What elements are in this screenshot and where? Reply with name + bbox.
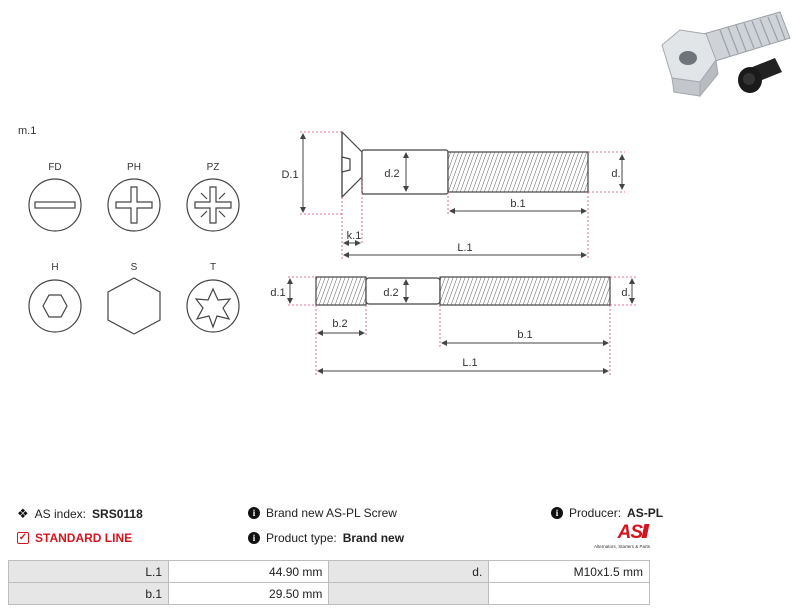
product-type-value: Brand new	[342, 531, 405, 545]
as-index: ❖ AS index: SRS0118	[17, 506, 143, 522]
head-label-pz: PZ	[207, 162, 220, 173]
product-description: i Brand new AS-PL Screw	[248, 506, 397, 520]
dim-b1-top: b.1	[510, 198, 525, 210]
dim-L1-bottom: L.1	[462, 357, 477, 369]
as-logo-mark: AS	[618, 522, 650, 544]
hex-socket-head-icon	[28, 279, 82, 333]
phillips-head-icon	[107, 178, 161, 232]
dim-d-bottom: d.	[621, 287, 630, 299]
spec-table: L.1 44.90 mm d. M10x1.5 mm b.1 29.50 mm	[7, 560, 650, 605]
table-row: L.1 44.90 mm d. M10x1.5 mm	[7, 560, 650, 583]
countersunk-screw-drawing	[341, 130, 589, 199]
photo-black-screw	[738, 58, 782, 93]
dim-d1-bottom: d.1	[270, 287, 285, 299]
dim-L1-top: L.1	[457, 242, 472, 254]
stud-drawing	[315, 276, 611, 306]
table-row: b.1 29.50 mm	[7, 582, 650, 605]
product-photo	[650, 0, 800, 110]
spec-label: d.	[328, 560, 490, 583]
tags-icon: ❖	[17, 506, 29, 521]
product-type-label: Product type:	[266, 531, 337, 545]
product-type: i Product type: Brand new	[248, 531, 404, 545]
head-label-ph: PH	[127, 162, 141, 173]
head-label-t: T	[210, 262, 216, 273]
spec-label	[328, 582, 490, 605]
info-icon: i	[551, 507, 563, 519]
standard-line-text: STANDARD LINE	[35, 531, 133, 545]
dim-D1: D.1	[281, 169, 298, 181]
producer-value: AS-PL	[627, 506, 664, 520]
info-icon: i	[248, 532, 260, 544]
torx-head-icon	[186, 279, 240, 333]
head-label-s: S	[131, 262, 138, 273]
head-label-fd: FD	[48, 162, 61, 173]
dim-b1-bottom: b.1	[517, 329, 532, 341]
as-logo-tagline: Alternators, Starters & Parts	[593, 544, 650, 549]
info-icon: i	[248, 507, 260, 519]
dim-k1: k.1	[347, 230, 362, 242]
checkbox-checked-icon: ✓	[17, 532, 29, 544]
variant-label: m.1	[18, 125, 36, 137]
dim-d2-top: d.2	[384, 168, 399, 180]
dim-b2: b.2	[332, 318, 347, 330]
as-index-label: AS index:	[34, 507, 87, 521]
hex-head-icon	[107, 277, 161, 335]
dim-d-top: d.	[611, 168, 620, 180]
description-text: Brand new AS-PL Screw	[266, 506, 397, 520]
head-label-h: H	[51, 262, 58, 273]
spec-label: L.1	[7, 560, 170, 583]
dim-d2-bottom: d.2	[383, 287, 398, 299]
spec-value: M10x1.5 mm	[488, 560, 650, 583]
photo-screw-head	[661, 29, 719, 98]
spec-value	[488, 582, 650, 605]
as-index-value: SRS0118	[92, 507, 143, 521]
producer-label: Producer:	[569, 506, 622, 520]
spec-value: 44.90 mm	[168, 560, 330, 583]
as-logo: AS Alternators, Starters & Parts	[585, 522, 650, 552]
standard-line-badge: ✓ STANDARD LINE	[17, 531, 132, 545]
producer: i Producer: AS-PL	[551, 506, 663, 520]
pozidriv-head-icon	[186, 178, 240, 232]
spec-label: b.1	[7, 582, 170, 605]
head-types-diagram: m.1 FD	[18, 125, 240, 335]
slotted-head-icon	[28, 178, 82, 232]
photo-screw-shaft	[699, 11, 791, 63]
spec-value: 29.50 mm	[168, 582, 330, 605]
screw-dimension-diagram: D.1 d.2 d. b.1 k.1 L.1 d.1 d.2 d. b.2 b.…	[270, 130, 638, 377]
